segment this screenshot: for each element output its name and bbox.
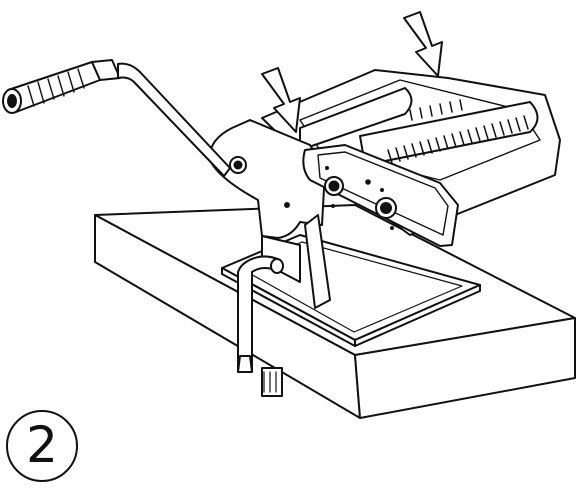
machine-legs (261, 214, 331, 309)
step-number-badge: 2 (6, 410, 78, 482)
crank-handle (2, 59, 231, 177)
left-side-plate (208, 119, 326, 239)
step-number: 2 (26, 416, 58, 474)
right-side-plate (302, 144, 459, 247)
insertion-arrow-left (261, 67, 301, 133)
table-clamp (237, 255, 284, 397)
cutter-ridges (387, 99, 529, 164)
insertion-arrow-right (403, 11, 443, 77)
